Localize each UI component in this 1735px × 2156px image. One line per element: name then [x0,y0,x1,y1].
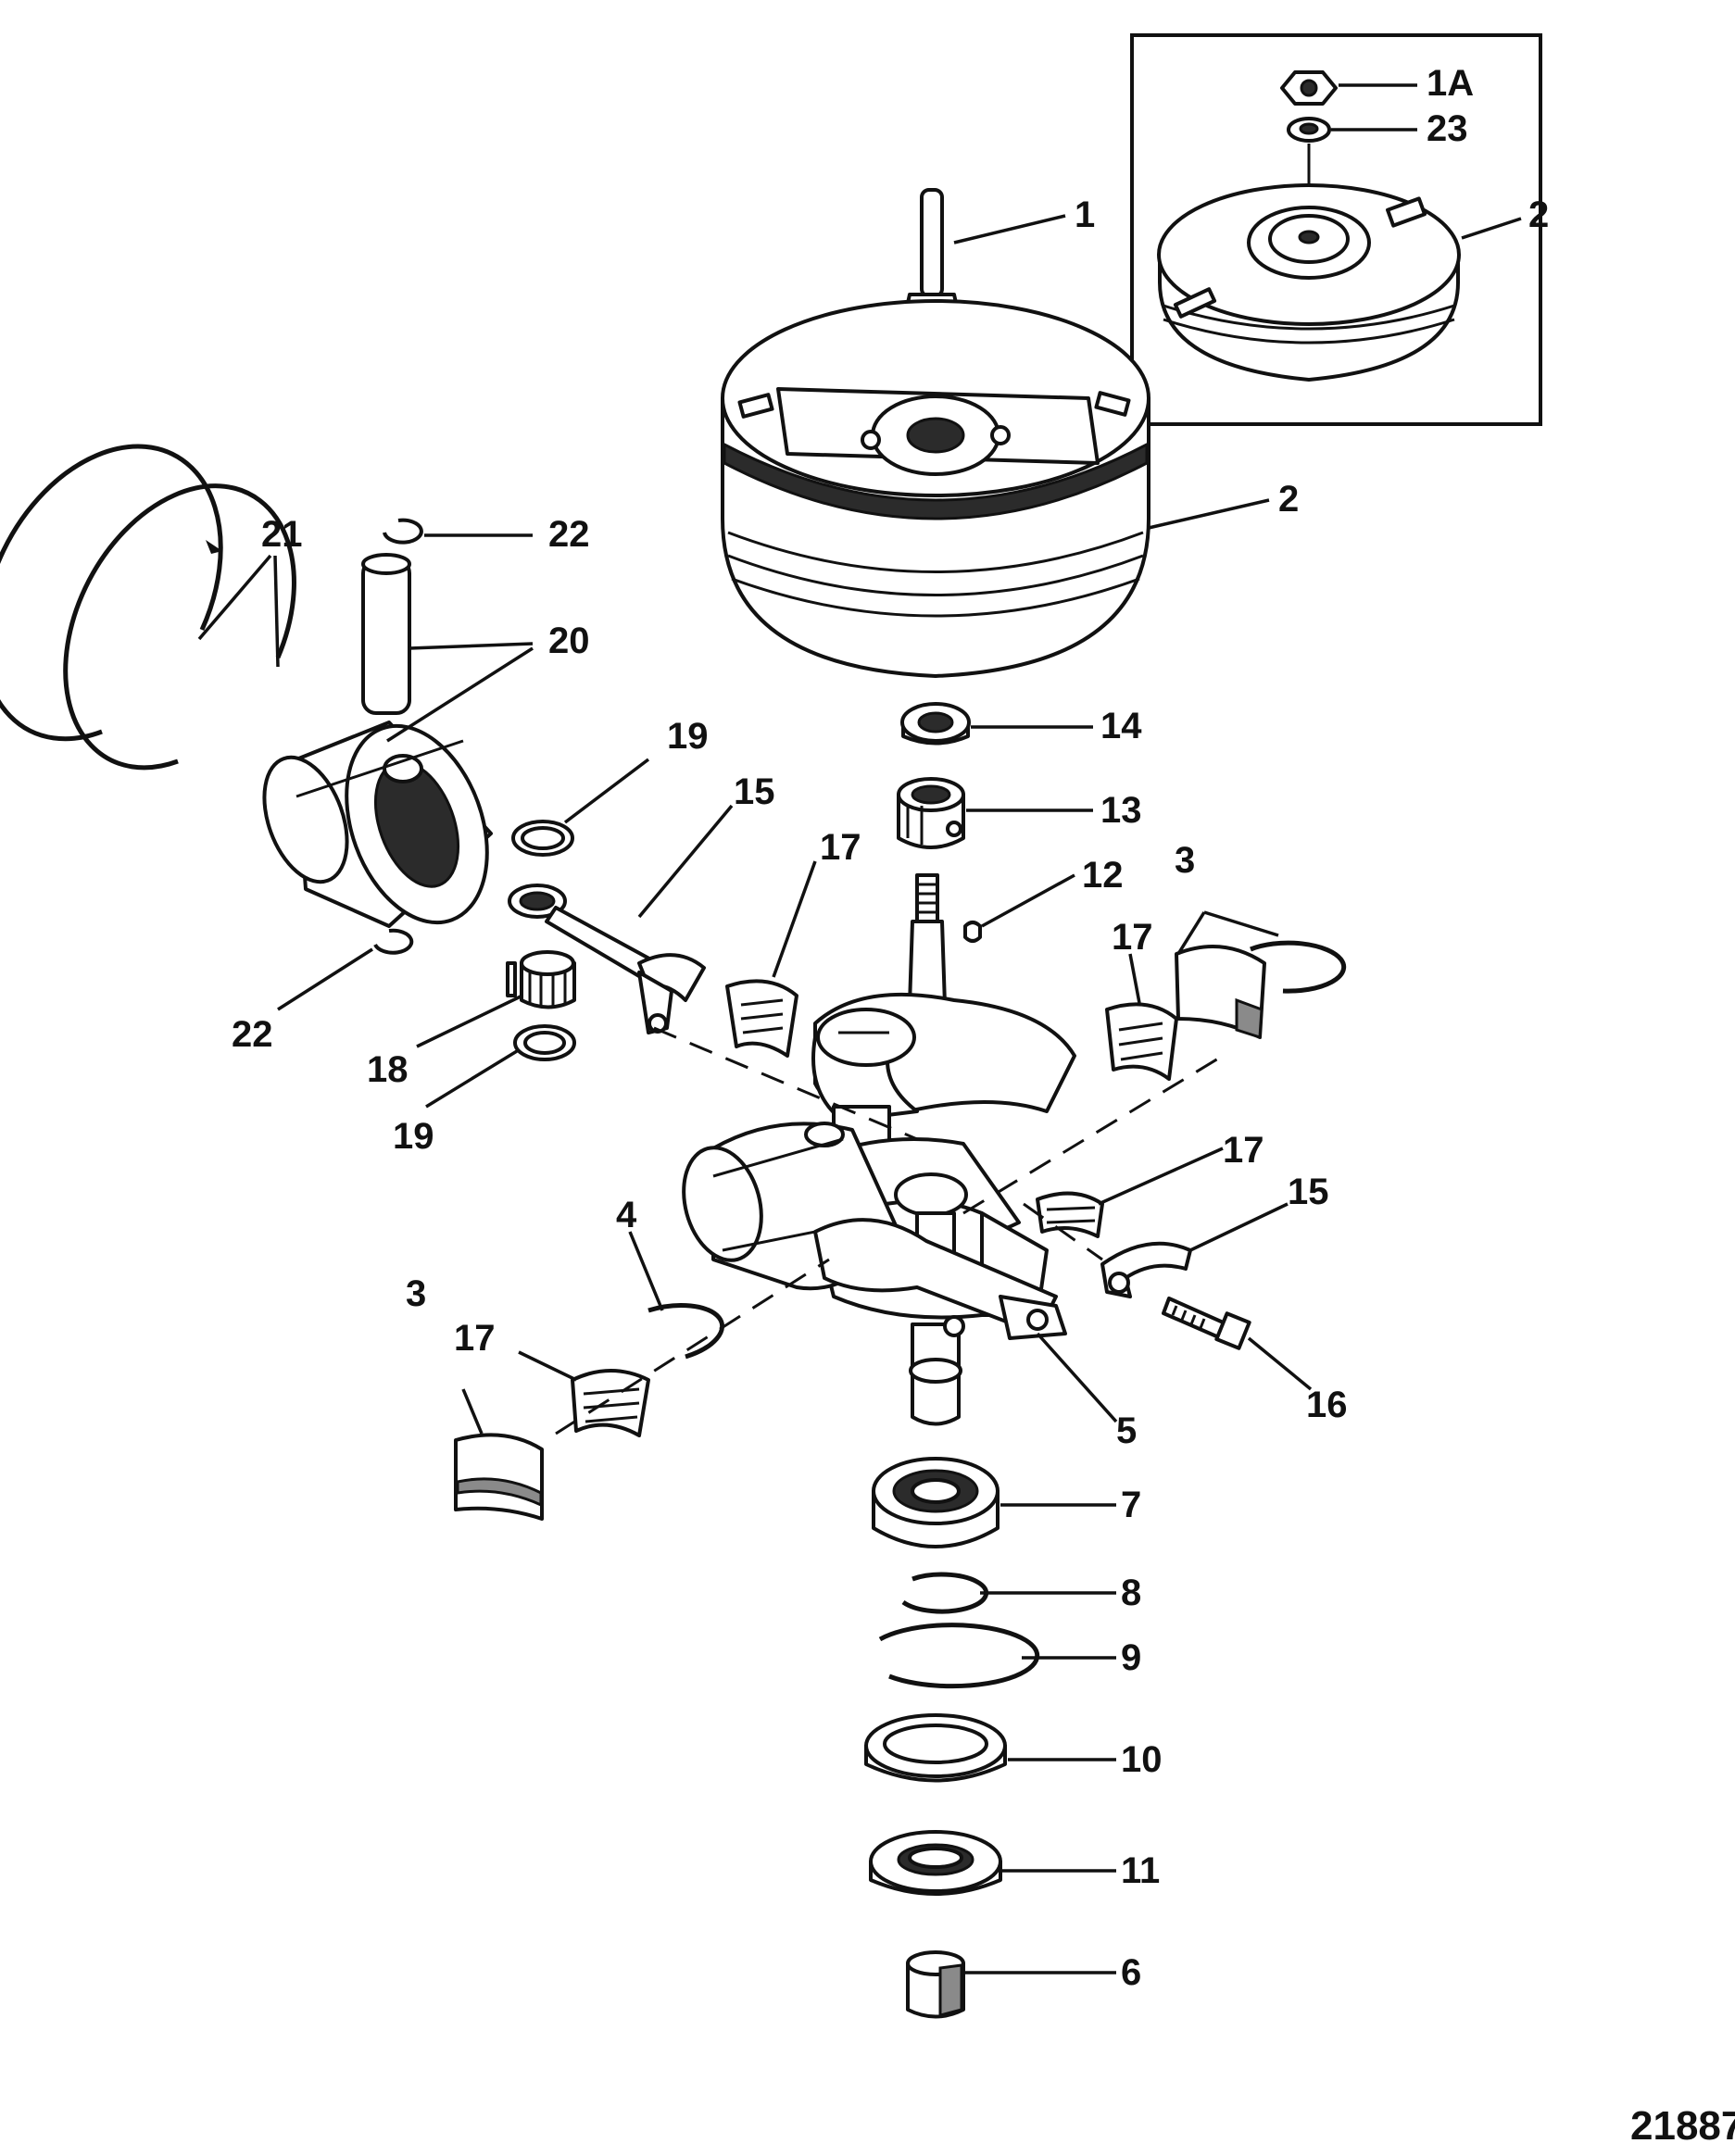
callout-1a: 1A [1427,63,1474,104]
callout-1: 1 [1075,194,1095,235]
callout-5: 5 [1116,1410,1137,1451]
main-bearing-race-left [454,1433,544,1521]
callout-16: 16 [1306,1385,1348,1425]
lower-bushing [906,1950,965,2019]
connecting-rod [508,884,706,1034]
rod-cap [1100,1241,1192,1298]
main-bearing-ring-left [647,1303,724,1360]
callout-17-right: 17 [1112,917,1153,958]
piston-rings [0,444,296,771]
piston-pin-lockring-bottom [373,928,414,955]
callout-11: 11 [1121,1850,1160,1891]
callout-6: 6 [1121,1952,1141,1993]
callout-22-bottom: 22 [232,1014,273,1055]
callout-17-top: 17 [820,827,861,868]
rod-needle-bearing-top [725,979,798,1058]
callout-12: 12 [1082,855,1124,896]
callout-22-top: 22 [548,514,590,555]
inset-washer [1287,117,1331,143]
inset-flywheel-nut [1280,70,1338,106]
callout-3-right: 3 [1175,840,1195,881]
inset-flywheel [1157,183,1461,382]
drawing-number: 21887 [1630,2103,1735,2149]
callout-19-bottom: 19 [393,1116,434,1157]
piston-pin [361,553,411,715]
arrow-mark [206,540,222,554]
flywheel-inset [1130,33,1542,426]
callout-15-mid: 15 [1288,1172,1329,1212]
callout-7: 7 [1121,1485,1141,1525]
lower-ball-bearing [872,1457,1000,1548]
callout-17-left: 17 [454,1318,496,1359]
piston-pin-lockring-top [383,518,423,545]
callout-19-top: 19 [667,716,709,757]
callout-14: 14 [1100,706,1142,746]
main-bearing-needle-right [1105,1002,1178,1081]
callout-15-top: 15 [734,771,775,812]
crank-seal-upper [900,702,971,746]
thrust-washer-top [511,820,574,857]
callout-2: 2 [1278,479,1299,520]
thrust-washer-lower [864,1713,1007,1783]
callout-3-left: 3 [406,1273,426,1314]
leader-lines [197,83,1522,1974]
callout-18: 18 [367,1049,409,1090]
callout-10: 10 [1121,1739,1163,1780]
callout-20: 20 [548,620,590,661]
thrust-washer-bottom [513,1024,576,1061]
rod-cap-bolt [1162,1297,1251,1350]
rod-needle-bearing-cap [1036,1191,1104,1238]
main-bearing-race-right [1175,940,1347,1040]
crank-upper-needle-bearing [897,777,965,849]
callout-13: 13 [1100,790,1142,831]
piston-pin-needle-bearing [506,950,576,1009]
callout-23: 23 [1427,108,1468,149]
snap-ring-small [901,1572,989,1614]
retaining-ring [878,1623,1040,1689]
callout-4: 4 [616,1195,637,1235]
callout-17-mid: 17 [1223,1130,1264,1171]
callout-2-inset: 2 [1528,194,1549,235]
inset-frame [1130,33,1542,426]
flywheel [721,299,1150,678]
callout-9: 9 [1121,1637,1141,1678]
lower-oil-seal [869,1830,1002,1896]
callout-8: 8 [1121,1573,1141,1613]
piston [262,721,493,928]
callout-21: 21 [261,514,303,555]
connecting-rod-installed [813,1218,1067,1340]
